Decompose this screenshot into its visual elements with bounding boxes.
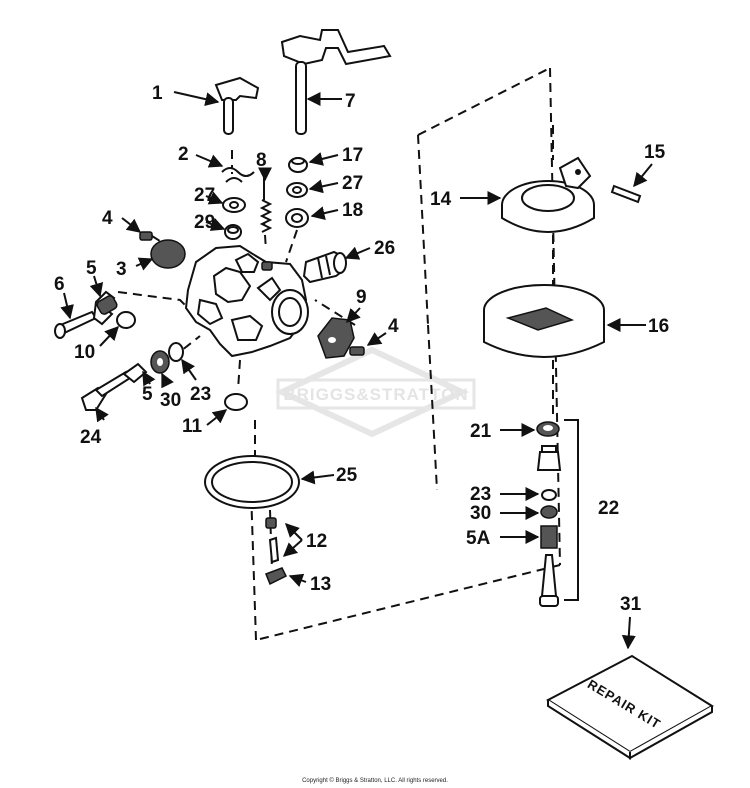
callout-30-right: 30 [470,503,491,524]
callout-16: 16 [648,316,669,337]
briggs-stratton-watermark: BRIGGS&STRATTON [274,346,476,438]
part-inlet-fitting [302,250,347,284]
part-washer-30-left [150,350,170,374]
part-repair-kit: REPAIR KIT [546,654,714,760]
part-clip [265,567,288,586]
part-spring [221,167,255,183]
callout-2: 2 [178,144,189,165]
callout-25: 25 [336,465,358,486]
part-spring-5-upper [92,290,118,326]
callout-29: 29 [194,212,215,233]
callout-22: 22 [598,498,619,519]
part-screw-4-right [349,346,365,356]
callout-23-left: 23 [190,384,211,405]
part-washer-23-left [168,342,184,362]
callout-13: 13 [310,574,331,595]
callout-4-left: 4 [102,208,113,229]
part-choke-plate [317,317,355,359]
callout-8: 8 [256,150,267,171]
callout-9: 9 [356,287,367,308]
callout-30-left: 30 [160,390,181,411]
callout-12: 12 [306,531,327,552]
part-throttle-shaft [214,76,260,135]
callout-31: 31 [620,594,642,615]
part-bowl-nut-assembly [536,445,562,607]
callout-17: 17 [342,145,363,166]
copyright-notice: Copyright © Briggs & Stratton, LLC. All … [302,778,448,784]
leader-lines [60,91,653,650]
callout-11: 11 [182,416,203,437]
callout-5-upper: 5 [86,258,97,279]
part-spring-8 [259,175,273,233]
part-throttle-plate [150,239,186,269]
callout-10: 10 [74,342,95,363]
callout-23-right: 23 [470,484,491,505]
part-washer-27-left [222,197,246,213]
callout-26: 26 [374,238,395,259]
callout-5-lower: 5 [142,384,153,405]
part-carburetor-body [184,244,309,358]
callout-14: 14 [430,189,452,210]
part-screw-4-left [139,231,153,241]
bracket-22 [564,419,579,601]
part-choke-shaft [280,29,392,135]
callout-numbers: 1 2 3 4 4 5 5 5A 6 7 8 9 10 11 12 13 14 … [54,83,669,615]
part-gasket-ring [204,455,300,509]
callout-4-right: 4 [388,316,399,337]
callout-6: 6 [54,274,65,295]
part-screw-6 [54,310,98,339]
callout-1: 1 [152,83,163,104]
callout-7: 7 [345,91,356,112]
part-welch-plug [224,393,248,411]
part-ring-21 [536,421,560,437]
part-oring-10 [116,311,136,329]
part-seal-17 [288,157,308,173]
callout-27-left: 27 [194,185,215,206]
part-float-bowl [483,284,605,358]
callout-27-right: 27 [342,173,363,194]
callout-18: 18 [342,200,363,221]
part-float-cover [501,156,595,233]
callout-24: 24 [80,427,102,448]
part-seal-29 [224,224,242,240]
watermark-text: BRIGGS&STRATTON [283,385,468,404]
part-washer-27-right [286,182,308,198]
part-needle-valve [80,362,148,411]
part-seal-18 [285,208,309,228]
callout-3: 3 [116,259,127,280]
part-pin [610,184,642,204]
callout-15: 15 [644,142,666,163]
callout-21: 21 [470,421,492,442]
part-needle-seat [265,517,280,564]
callout-5A: 5A [466,528,491,549]
